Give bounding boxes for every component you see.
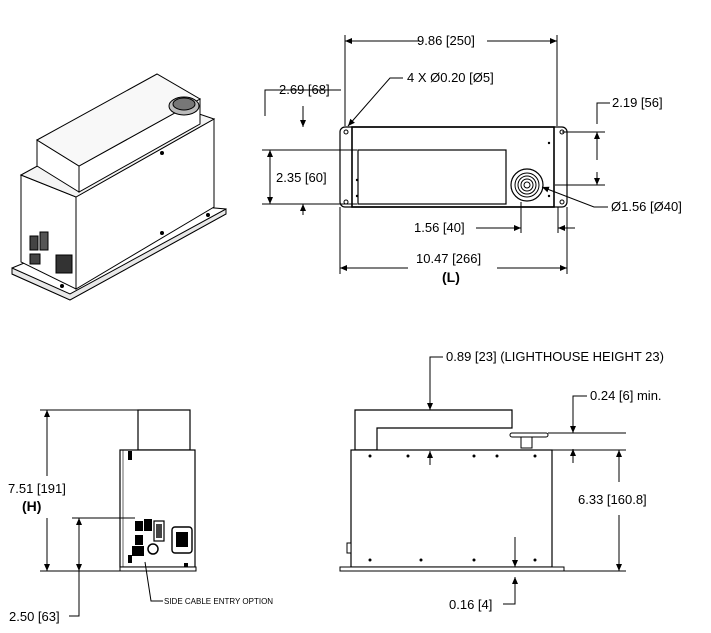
side-lighthouse [137,409,191,451]
length-symbol: (L) [442,269,460,285]
dim-min-clearance: 0.24 [6] min. [590,388,662,403]
height-symbol: (H) [22,498,41,514]
front-lighthouse [354,409,513,451]
top-view: 9.86 [250] 4 X Ø0.20 [Ø5] 2.69 [68] 2.35… [262,33,682,285]
dim-cable-height: 2.50 [63] [9,609,60,624]
isometric-view [11,73,227,301]
side-view: 7.51 [191] (H) 2.50 [63] SIDE CABLE ENTR… [8,409,273,624]
cable-note: SIDE CABLE ENTRY OPTION [164,597,273,606]
dim-height: 7.51 [191] [8,481,66,496]
dim-left-offset: 2.69 [68] [279,82,330,97]
dim-holes: 4 X Ø0.20 [Ø5] [407,70,494,85]
front-view: 0.89 [23] (LIGHTHOUSE HEIGHT 23) 0.24 [6… [339,349,664,612]
dim-light-offset: 1.56 [40] [414,220,465,235]
dim-overall-width: 9.86 [250] [417,33,475,48]
dim-base-length: 10.47 [266] [416,251,481,266]
dim-base-thickness: 0.16 [4] [449,597,492,612]
dim-light-diameter: Ø1.56 [Ø40] [611,199,682,214]
lighthouse-light [510,168,544,202]
dim-body-height: 6.33 [160.8] [578,492,647,507]
front-body [350,449,553,568]
top-panel [357,149,507,205]
dim-panel-height: 2.35 [60] [276,170,327,185]
dim-lighthouse: 0.89 [23] (LIGHTHOUSE HEIGHT 23) [446,349,664,364]
dim-right-offset: 2.19 [56] [612,95,663,110]
